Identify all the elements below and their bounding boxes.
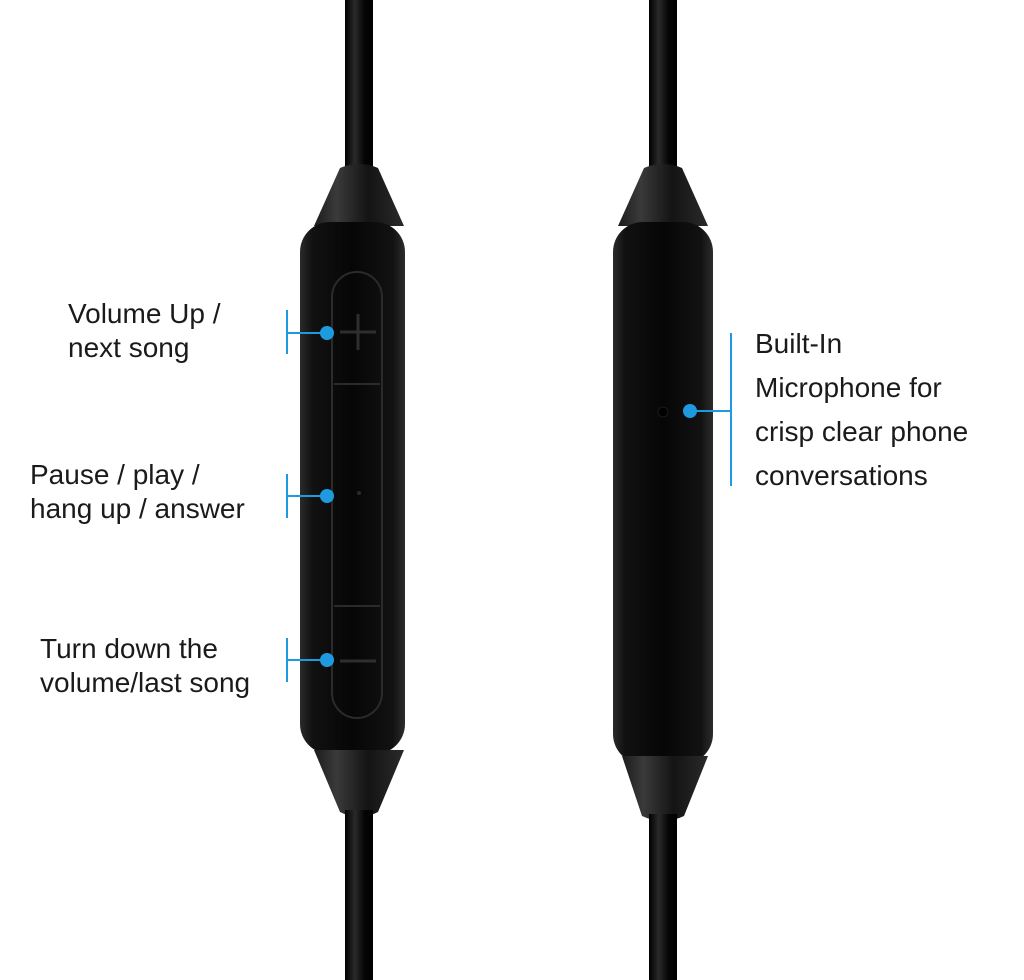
- label-line: Built-In: [755, 328, 843, 359]
- right-cable-bottom: [649, 814, 677, 980]
- label-line: next song: [68, 332, 190, 363]
- callout-volume-down: [286, 638, 334, 682]
- right-remote-body: [613, 222, 713, 764]
- right-cable-top: [649, 0, 677, 180]
- left-bottom-cap: [314, 750, 404, 817]
- callouts: [286, 310, 732, 682]
- label-line: Turn down the: [40, 633, 218, 664]
- label-line: crisp clear phone: [755, 416, 969, 447]
- label-line: Volume Up /: [68, 298, 221, 329]
- callout-dot: [683, 404, 697, 418]
- label-volume-up: Volume Up / next song: [68, 297, 221, 365]
- left-cable-top: [345, 0, 373, 180]
- callout-dot: [320, 653, 334, 667]
- callout-volume-up: [286, 310, 334, 354]
- label-line: volume/last song: [40, 667, 251, 698]
- left-remote-body: [300, 222, 405, 754]
- plus-icon: [340, 314, 376, 350]
- label-volume-down: Turn down the volume/last song: [40, 632, 250, 700]
- left-top-cap: [314, 164, 404, 226]
- callout-pause-play: [286, 474, 334, 518]
- label-line: Microphone for: [755, 372, 942, 403]
- left-remote: [300, 0, 405, 980]
- label-line: conversations: [755, 460, 928, 491]
- label-line: hang up / answer: [30, 493, 245, 524]
- right-bottom-cap: [622, 756, 708, 821]
- right-top-cap: [618, 164, 708, 226]
- play-dot-icon: [357, 491, 361, 495]
- callout-dot: [320, 326, 334, 340]
- right-remote: [613, 0, 713, 980]
- callout-microphone: [683, 333, 732, 486]
- label-pause-play: Pause / play / hang up / answer: [30, 458, 245, 526]
- label-microphone: Built-In Microphone for crisp clear phon…: [755, 322, 968, 498]
- left-cable-bottom: [345, 810, 373, 980]
- label-line: Pause / play /: [30, 459, 200, 490]
- microphone-hole-icon: [657, 406, 669, 418]
- callout-dot: [320, 489, 334, 503]
